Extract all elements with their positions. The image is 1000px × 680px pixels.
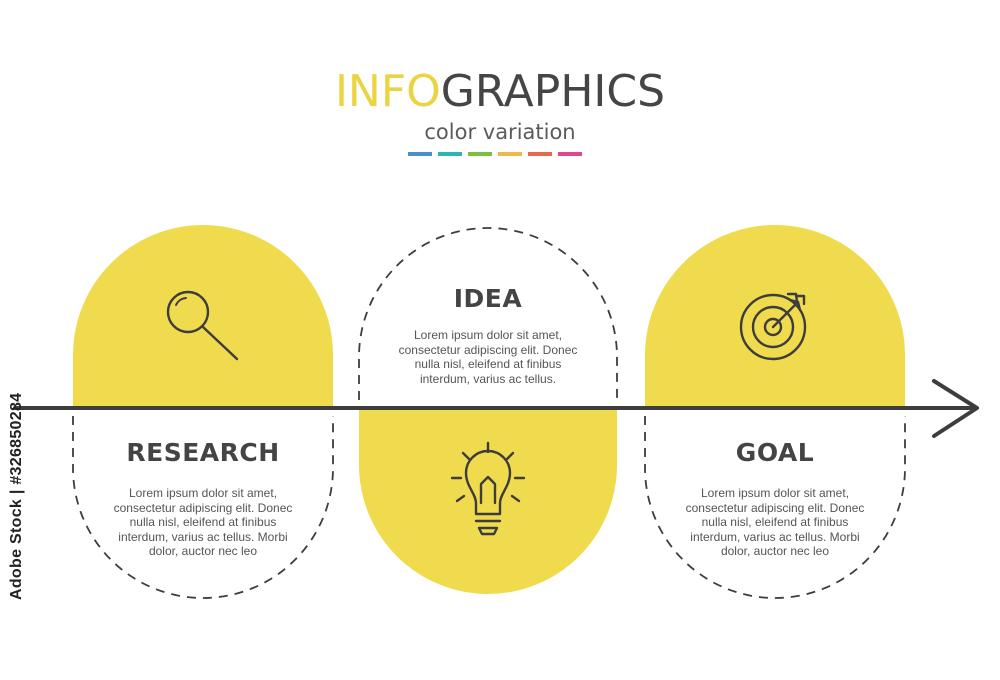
goal-dashed-outline	[644, 416, 906, 599]
watermark-label: Adobe Stock	[8, 498, 25, 600]
research-body-line: nulla nisl, eleifend at finibus	[129, 515, 277, 530]
timeline-arrowhead	[932, 379, 979, 438]
goal-body-line: interdum, varius ac tellus. Morbi	[690, 529, 860, 544]
research-body: Lorem ipsum dolor sit amet, consectetur …	[73, 486, 333, 559]
magnifier-icon	[166, 290, 239, 361]
idea-dashed-outline	[358, 227, 618, 400]
goal-heading: GOAL	[735, 438, 815, 467]
goal-body-line: dolor, auctor nec leo	[720, 544, 830, 559]
color-swatch	[408, 152, 432, 156]
idea-filled-shape	[359, 408, 617, 594]
stock-id: 326850284	[8, 392, 25, 476]
goal-body-line: nulla nisl, eleifend at finibus	[701, 515, 849, 530]
color-swatch	[498, 152, 522, 156]
color-swatch	[528, 152, 552, 156]
research-heading: RESEARCH	[126, 438, 280, 467]
title-part-info: INFO	[334, 66, 441, 117]
research-body-line: dolor, auctor nec leo	[148, 544, 258, 559]
research-body-line: consectetur adipiscing elit. Donec	[113, 500, 293, 515]
goal-body: Lorem ipsum dolor sit amet, consectetur …	[645, 486, 905, 559]
idea-body-line: nulla nisl, eleifend at finibus	[414, 357, 562, 372]
title-part-graphics: GRAPHICS	[440, 66, 666, 117]
lightbulb-icon	[450, 441, 526, 536]
stock-id-side-text: Adobe Stock | #326850284	[8, 392, 25, 600]
idea-body-line: consectetur adipiscing elit. Donec	[398, 342, 578, 357]
color-swatch	[468, 152, 492, 156]
idea-body-line: interdum, varius ac tellus.	[419, 371, 557, 386]
research-body-line: Lorem ipsum dolor sit amet,	[128, 486, 278, 500]
page-title: INFOGRAPHICS	[0, 64, 1000, 120]
research-dashed-outline	[72, 416, 334, 599]
color-swatch	[438, 152, 462, 156]
color-swatch-bar	[408, 152, 582, 156]
idea-heading: IDEA	[453, 284, 523, 313]
target-icon	[739, 292, 807, 361]
page-subtitle: color variation	[424, 120, 576, 144]
goal-filled-shape	[645, 225, 905, 408]
research-filled-shape	[73, 225, 333, 408]
idea-body-line: Lorem ipsum dolor sit amet,	[413, 328, 563, 342]
goal-body-line: Lorem ipsum dolor sit amet,	[700, 486, 850, 500]
research-body-line: interdum, varius ac tellus. Morbi	[118, 529, 288, 544]
color-swatch	[558, 152, 582, 156]
idea-body: Lorem ipsum dolor sit amet, consectetur …	[359, 328, 617, 386]
goal-body-line: consectetur adipiscing elit. Donec	[685, 500, 865, 515]
